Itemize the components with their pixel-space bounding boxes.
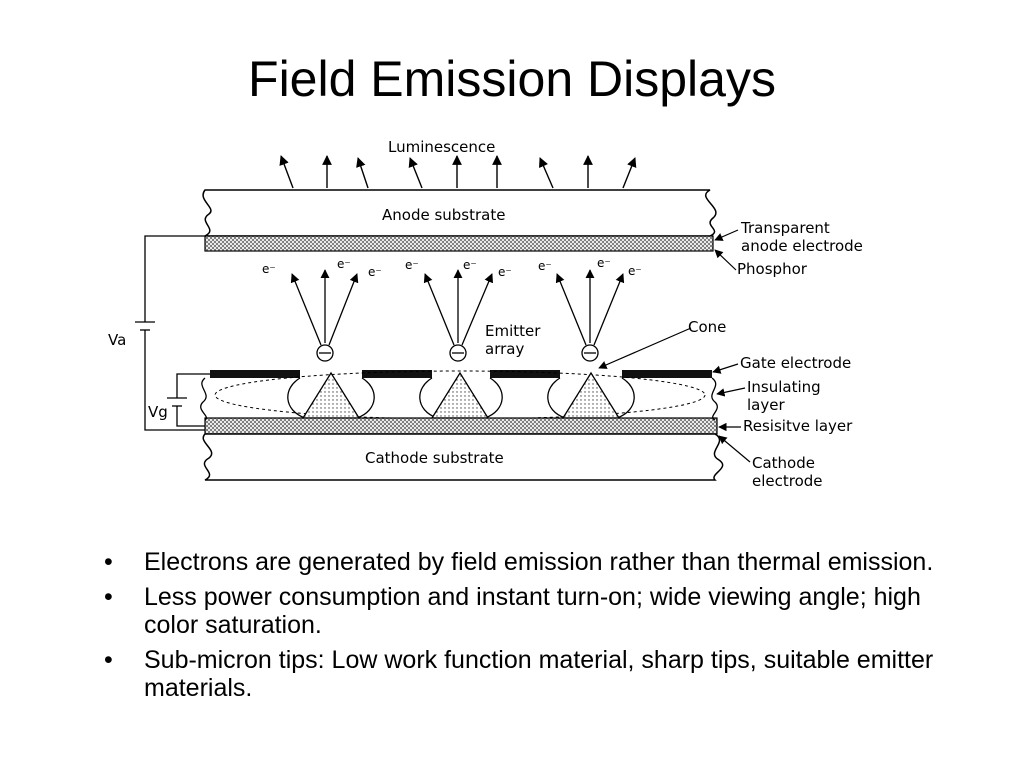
gate-pointer: [712, 363, 739, 374]
electron-label: e⁻: [597, 256, 611, 270]
light-arrow: [408, 157, 423, 189]
anode-electrode-layer: [204, 235, 714, 252]
bullet-item: • Less power consumption and instant tur…: [104, 583, 934, 639]
light-arrow: [356, 157, 369, 189]
cathode-substrate: [202, 433, 724, 481]
electron-label: e⁻: [463, 258, 477, 272]
cathode-substrate-label: Cathode substrate: [365, 449, 504, 467]
phosphor-pointer: [714, 249, 737, 271]
electron-label: e⁻: [337, 257, 351, 271]
electron-trajectories: [290, 269, 625, 346]
va-circuit: [135, 235, 205, 431]
gate-electrode: [210, 370, 712, 378]
vg-circuit: [167, 373, 210, 427]
va-label: Va: [108, 331, 126, 349]
insulating-layer-label-line1: Insulating: [747, 378, 821, 396]
luminescence-label: Luminescence: [388, 138, 495, 156]
insulating-pointer: [716, 387, 746, 397]
bullet-text: Sub-micron tips: Low work function mater…: [144, 646, 934, 702]
electron-label: e⁻: [262, 262, 276, 276]
right-edge: [711, 377, 718, 421]
bullet-text: Less power consumption and instant turn-…: [144, 583, 921, 639]
transparent-pointer: [714, 229, 739, 241]
light-arrow: [622, 157, 637, 189]
electron-label: e⁻: [405, 258, 419, 272]
light-arrow: [279, 155, 294, 189]
transparent-electrode-label-line1: Transparent: [740, 219, 830, 237]
bullet-marker: •: [104, 583, 113, 611]
emitter-array-label-line1: Emitter: [485, 322, 541, 340]
cathode-electrode-label-line1: Cathode: [752, 454, 815, 472]
bullet-marker: •: [104, 548, 113, 576]
bullet-text: Electrons are generated by field emissio…: [144, 548, 934, 576]
transparent-electrode-label-line2: anode electrode: [741, 237, 863, 255]
phosphor-label: Phosphor: [737, 260, 808, 278]
bullet-marker: •: [104, 646, 113, 674]
bullet-list: • Electrons are generated by field emiss…: [104, 548, 934, 709]
gate-electrode-label: Gate electrode: [740, 354, 851, 372]
bullet-item: • Sub-micron tips: Low work function mat…: [104, 646, 934, 702]
left-edge: [200, 377, 207, 421]
cathode-electrode-label-line2: electrode: [752, 472, 823, 490]
fed-diagram: Luminescence Anode substrate e⁻ e⁻ e⁻ e⁻…: [108, 138, 863, 490]
light-arrow: [539, 157, 554, 189]
cone-pointer: [598, 327, 692, 369]
electron-labels: e⁻ e⁻ e⁻ e⁻ e⁻ e⁻ e⁻ e⁻ e⁻: [262, 256, 642, 279]
electron-label: e⁻: [368, 265, 382, 279]
electron-label: e⁻: [538, 259, 552, 273]
insulating-layer-label-line2: layer: [747, 396, 785, 414]
anode-substrate-label: Anode substrate: [382, 206, 505, 224]
luminescence-arrows: [279, 155, 637, 189]
vg-label: Vg: [148, 403, 168, 421]
resistive-layer-label: Resisitve layer: [743, 417, 853, 435]
electron-symbols: [316, 344, 599, 362]
insulating-layer: [287, 377, 635, 419]
bullet-item: • Electrons are generated by field emiss…: [104, 548, 934, 576]
resistive-layer: [204, 417, 718, 435]
electron-label: e⁻: [628, 264, 642, 278]
emitter-cones: [301, 371, 621, 419]
slide-title: Field Emission Displays: [248, 51, 776, 107]
electron-label: e⁻: [498, 265, 512, 279]
cathode-pointer: [718, 435, 751, 463]
emitter-array-label-line2: array: [485, 340, 524, 358]
cone-label: Cone: [688, 318, 726, 336]
